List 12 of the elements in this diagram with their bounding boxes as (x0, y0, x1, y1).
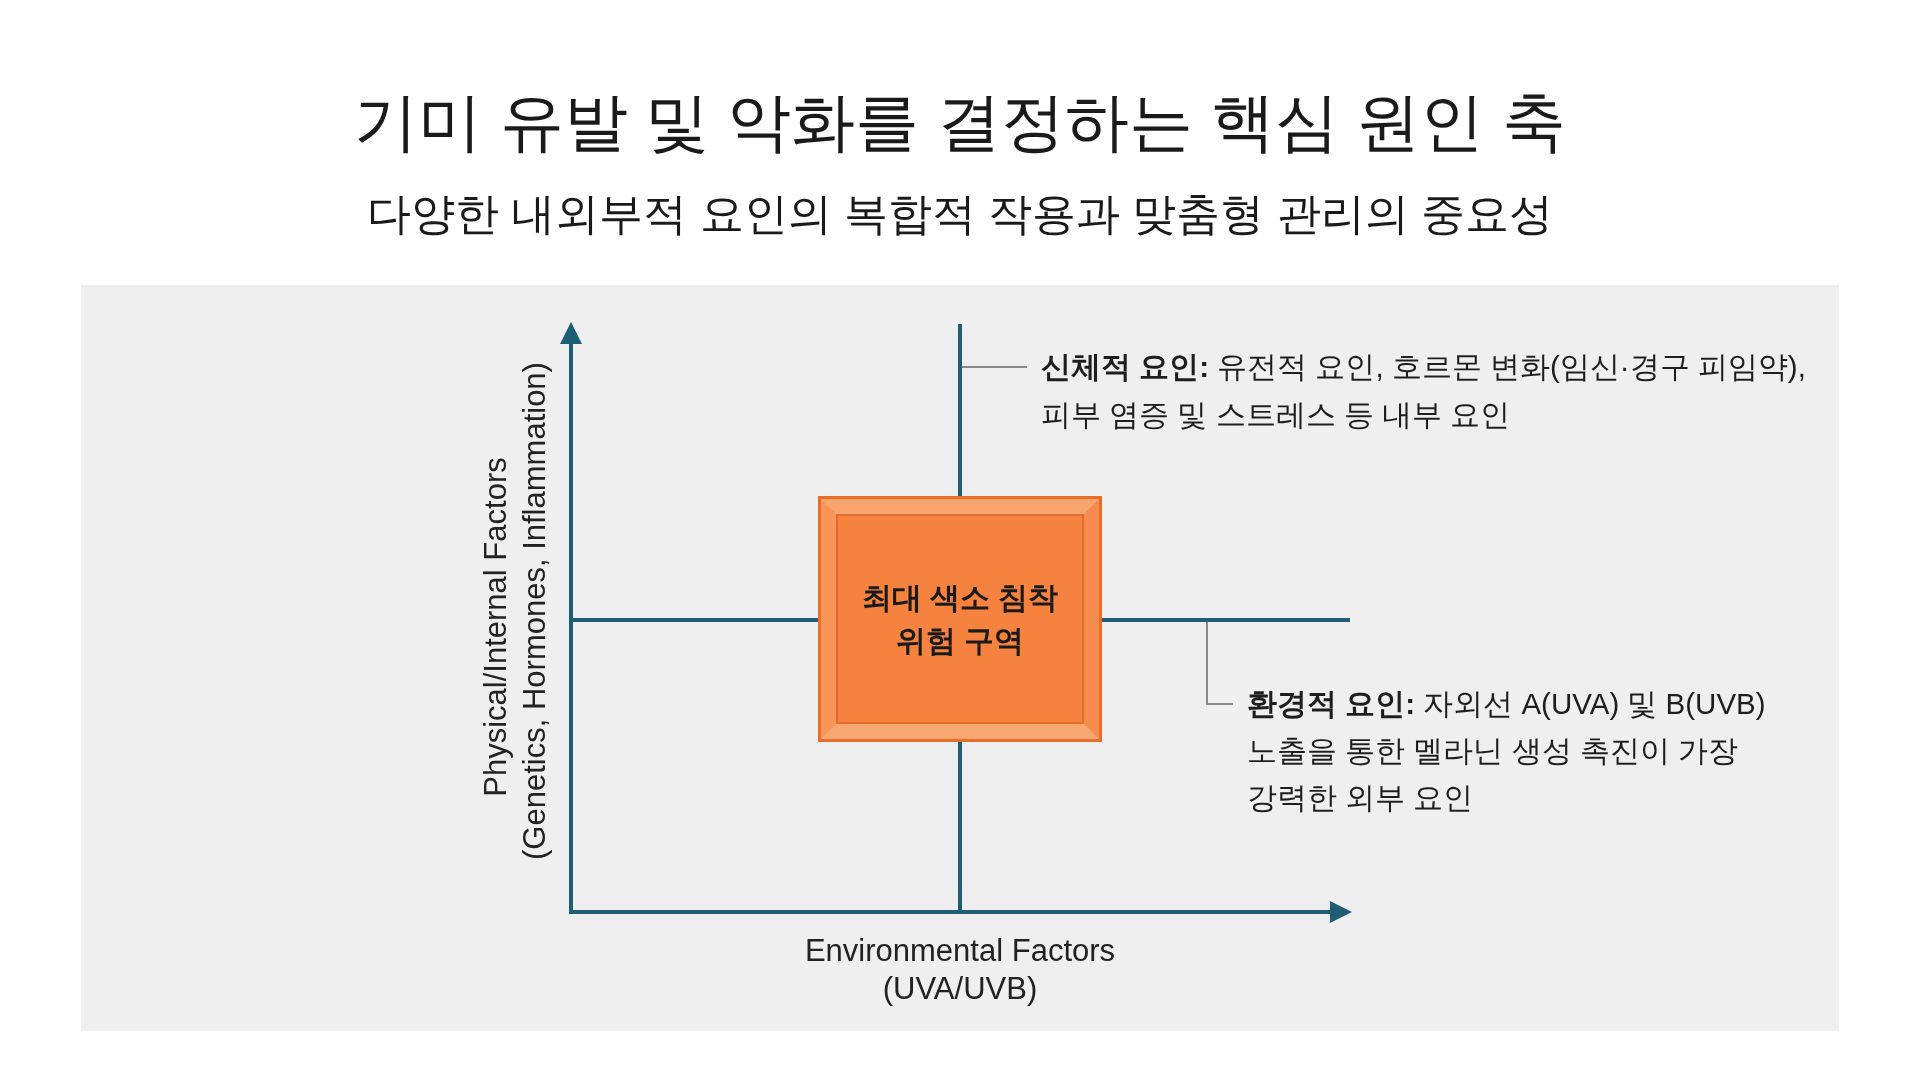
axis-label: (UVA/UVB) (882, 969, 1038, 1007)
zone-label: 최대 색소 침착 위험 구역 (860, 580, 1060, 659)
callout-text: 신체적 요인: 유전적 요인, 호르몬 변화(임신·경구 피임약), 피부 염증 및 스트레스 등 내부 요인 (1041, 349, 1807, 433)
risk-zone-box (818, 496, 1102, 742)
axis-label: Physical/Internal Factors (476, 457, 514, 797)
callout-text: 환경적 요인: 자외선 A(UVA) 및 B(UVB) 노출을 통한 멜라닌 생성 촉진이 가장 강력한 외부 요인 (1247, 686, 1767, 816)
leader-line (1206, 621, 1234, 705)
axis-label: Environmental Factors (804, 931, 1116, 969)
subtitle: 다양한 내외부적 요인의 복합적 작용과 맞춤형 관리의 중요성 (367, 188, 1553, 240)
title: 기미 유발 및 악화를 결정하는 핵심 원인 축 (353, 85, 1567, 160)
axis-label: (Genetics, Hormones, Inflammation) (515, 362, 553, 860)
leader-line (961, 366, 1028, 368)
